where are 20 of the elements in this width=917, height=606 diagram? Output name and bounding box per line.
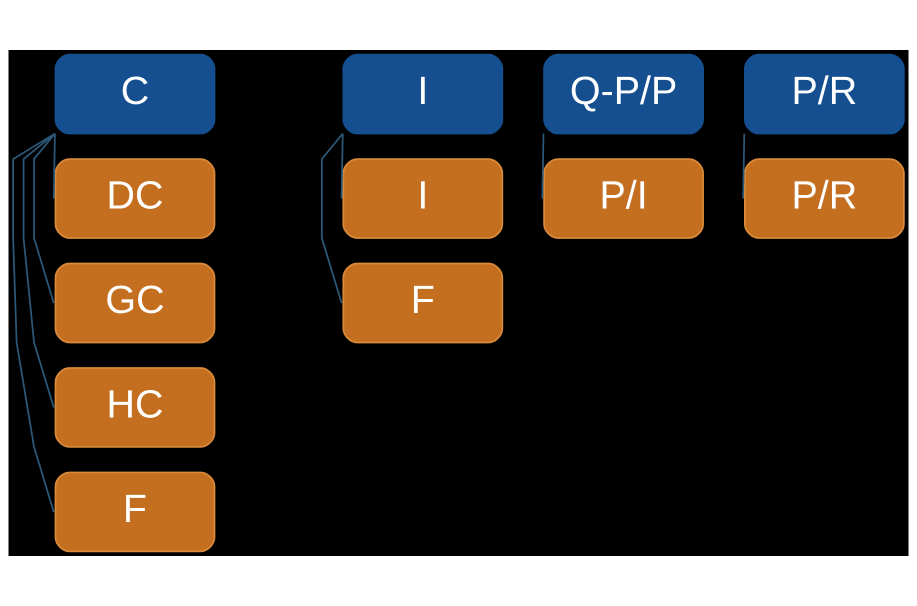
connector	[320, 133, 344, 304]
connector	[33, 133, 56, 304]
connector	[742, 134, 746, 199]
node-box: C	[54, 54, 216, 134]
node-box: HC	[54, 367, 216, 448]
connector	[340, 134, 344, 199]
connector	[22, 132, 56, 408]
node-box: F	[342, 262, 504, 344]
node-box: I	[342, 158, 504, 239]
node-box: F	[54, 472, 216, 552]
node-box: Q-P/P	[543, 54, 704, 134]
node-box: P/R	[744, 158, 905, 239]
node-box: P/R	[744, 54, 905, 134]
node-box: DC	[54, 158, 216, 239]
connector	[12, 132, 56, 512]
connector	[52, 134, 56, 199]
node-box: I	[342, 54, 504, 134]
connector	[541, 134, 544, 199]
node-box: GC	[54, 262, 216, 344]
node-box: P/I	[543, 158, 704, 239]
